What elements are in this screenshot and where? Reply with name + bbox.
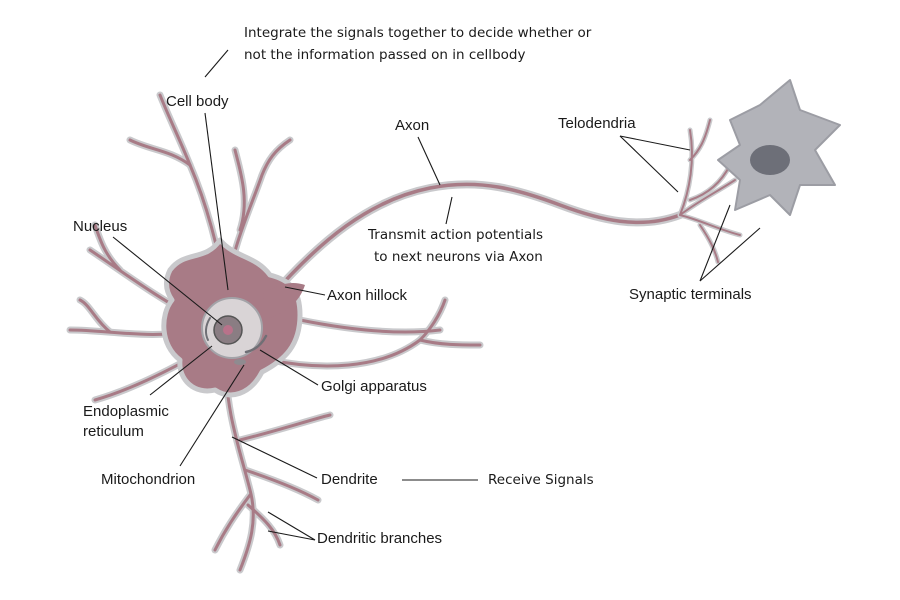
axon-core <box>266 182 682 302</box>
label-nucleus: Nucleus <box>73 218 128 235</box>
leader-mitochondrion <box>179 364 245 467</box>
transmit-note-line2: to next neurons via Axon <box>374 249 543 265</box>
label-er-line2: reticulum <box>83 423 144 440</box>
leader-telodendria-a <box>619 135 691 151</box>
label-axon: Axon <box>395 117 430 134</box>
label-er-line1: Endoplasmic <box>83 403 169 420</box>
leader-dendritic-branches-b <box>267 530 316 541</box>
transmit-note-line1: Transmit action potentials <box>368 227 544 243</box>
leader-transmit-note <box>445 196 453 225</box>
leader-synaptic-b <box>699 227 761 282</box>
leader-cell-body <box>204 112 229 291</box>
target-neuron-nucleus <box>750 145 790 175</box>
leader-axon <box>417 136 441 186</box>
integrate-note-line2: not the information passed on in cellbod… <box>244 47 526 63</box>
neuron-drawing <box>66 79 841 574</box>
label-telodendria: Telodendria <box>558 115 636 132</box>
label-golgi-apparatus: Golgi apparatus <box>321 378 427 395</box>
leader-dendritic-branches-a <box>267 511 316 541</box>
leader-er <box>149 345 213 396</box>
label-cell-body: Cell body <box>166 93 229 110</box>
integrate-note-line1: Integrate the signals together to decide… <box>244 25 592 41</box>
leader-nucleus <box>112 236 223 326</box>
er-shape <box>204 317 211 341</box>
leader-axon-hillock <box>284 286 326 296</box>
golgi-shape <box>244 334 268 354</box>
transmit-note: Transmit action potentials to next neuro… <box>368 224 543 268</box>
receive-note: Receive Signals <box>488 472 594 488</box>
label-synaptic-terminals: Synaptic terminals <box>629 286 752 303</box>
mitochondrion-shape <box>234 359 246 365</box>
leader-dendrite <box>231 436 318 479</box>
label-dendritic-branches: Dendritic branches <box>317 530 443 547</box>
label-dendrite: Dendrite <box>321 471 378 488</box>
leader-synaptic-a <box>699 204 731 282</box>
nucleolus-shape <box>223 325 233 335</box>
integrate-note: Integrate the signals together to decide… <box>244 22 591 66</box>
label-mitochondrion: Mitochondrion <box>101 471 196 488</box>
axon-hillock-shape <box>262 283 305 318</box>
leader-golgi <box>259 349 319 386</box>
dendrite-cores <box>68 93 482 572</box>
label-axon-hillock: Axon hillock <box>327 287 408 304</box>
leader-integrate-note <box>204 49 229 78</box>
leader-lines <box>112 49 761 541</box>
leader-telodendria-b <box>619 135 679 193</box>
label-endoplasmic-reticulum: Endoplasmic reticulum <box>83 402 169 442</box>
